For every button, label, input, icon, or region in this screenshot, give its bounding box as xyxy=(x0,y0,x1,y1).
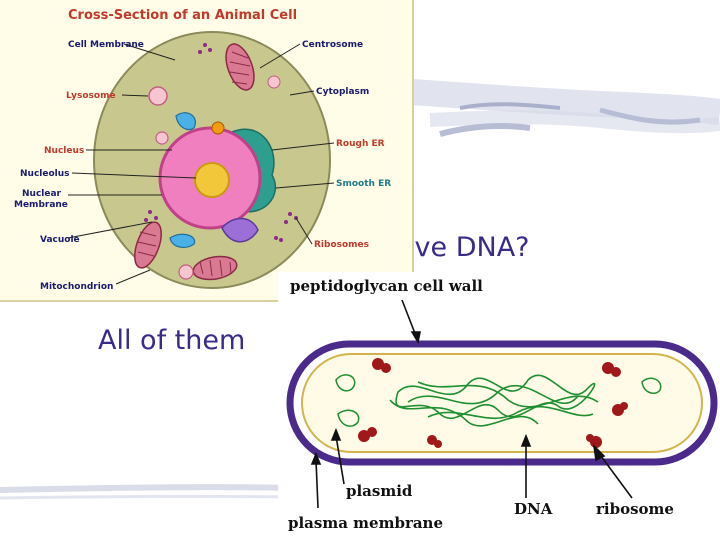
centrosome-shape xyxy=(211,121,225,135)
label-ribosome: ribosome xyxy=(596,500,674,518)
lysosome-shape xyxy=(148,86,168,106)
plasma-membrane-shape xyxy=(301,353,703,453)
mitochondrion-shape xyxy=(225,43,255,91)
label-dna: DNA xyxy=(514,500,553,518)
label-smooth-er: Smooth ER xyxy=(336,179,391,189)
bacterial-cell-svg: peptidoglycan cell wall xyxy=(286,277,718,532)
label-plasma-membrane: plasma membrane xyxy=(288,514,443,532)
label-centrosome: Centrosome xyxy=(302,40,363,50)
label-plasmid: plasmid xyxy=(346,482,413,500)
label-cell-membrane: Cell Membrane xyxy=(68,40,144,50)
label-cytoplasm: Cytoplasm xyxy=(316,87,369,97)
label-vacuole: Vacuole xyxy=(40,235,80,245)
answer-text: All of them xyxy=(98,325,246,356)
ribosome-group xyxy=(358,358,628,448)
smooth-er-shape xyxy=(221,217,259,243)
label-nuclear: Nuclear xyxy=(22,189,62,199)
label-mitochondrion: Mitochondrion xyxy=(40,282,113,292)
label-nucleolus: Nucleolus xyxy=(20,169,70,179)
label-cell-wall: peptidoglycan cell wall xyxy=(290,277,483,295)
mitochondrion-shape-2 xyxy=(134,221,162,269)
animal-cell-title: Cross-Section of an Animal Cell xyxy=(68,8,297,23)
animal-cell-svg: Cross-Section of an Animal Cell xyxy=(14,8,391,292)
plasmid-shape xyxy=(337,409,360,427)
label-lysosome: Lysosome xyxy=(66,91,116,101)
label-rough-er: Rough ER xyxy=(336,139,385,149)
label-membrane: Membrane xyxy=(14,200,68,210)
animal-cell-diagram: Cross-Section of an Animal Cell xyxy=(0,0,414,302)
bacterial-cell-diagram: peptidoglycan cell wall xyxy=(278,272,720,540)
dna-tangle xyxy=(389,374,599,427)
vacuole-shape xyxy=(175,112,196,131)
nucleolus-shape xyxy=(194,162,230,198)
question-text: ave DNA? xyxy=(398,232,530,263)
label-nucleus: Nucleus xyxy=(44,146,84,156)
label-ribosomes: Ribosomes xyxy=(314,240,369,250)
